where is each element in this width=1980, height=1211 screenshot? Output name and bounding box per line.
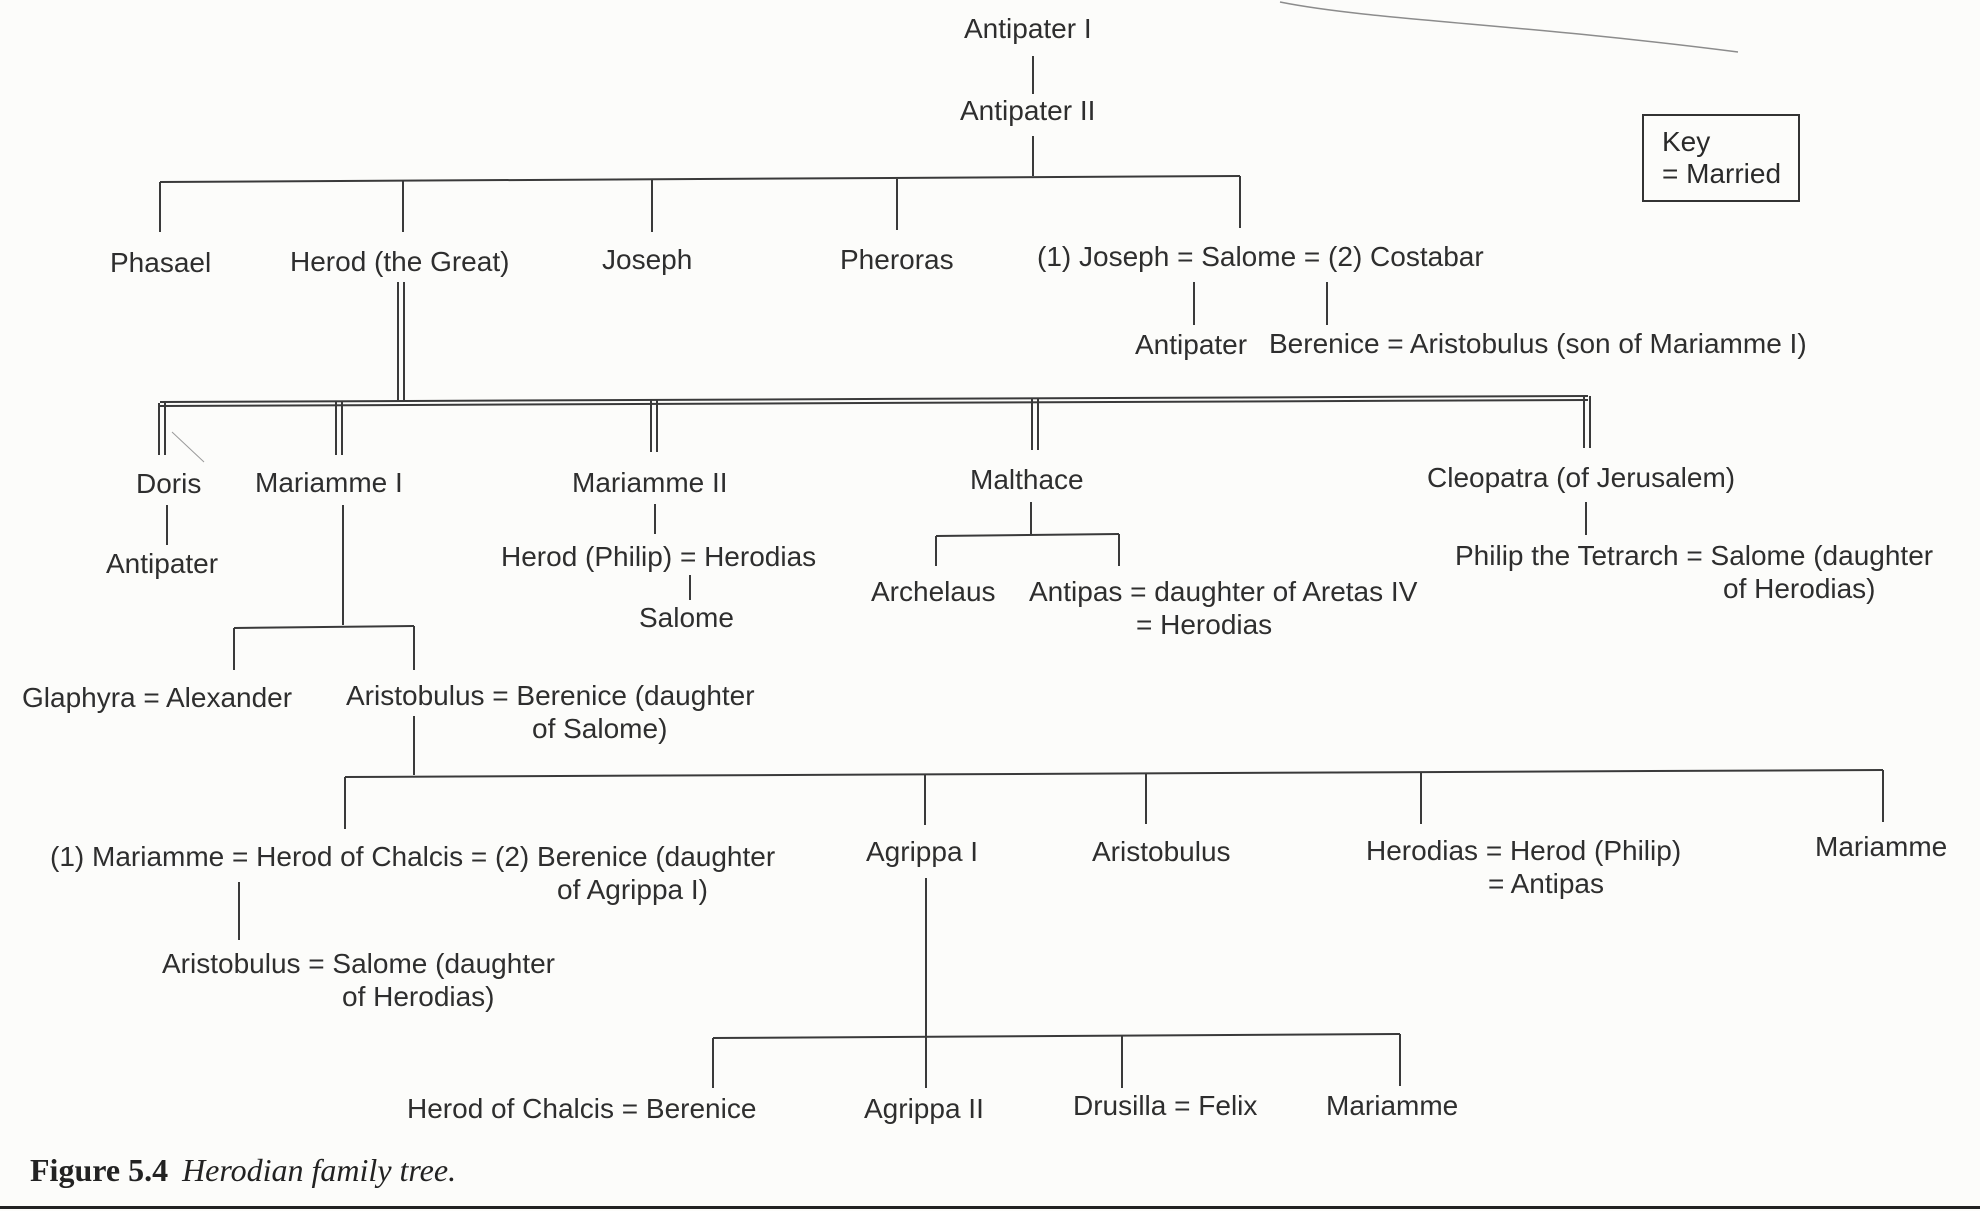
person-mariamme-i: Mariamme I xyxy=(255,466,403,499)
bottom-rule xyxy=(0,1206,1980,1209)
person-label: Salome xyxy=(639,602,734,633)
person-salome-marriages: (1) Joseph = Salome = (2) Costabar xyxy=(1037,240,1484,273)
person-archelaus: Archelaus xyxy=(871,575,996,608)
person-herod-of-chalcis-berenice: Herod of Chalcis = Berenice xyxy=(407,1092,756,1125)
person-agrippa-i: Agrippa I xyxy=(866,835,978,868)
person-label-continued: = Antipas xyxy=(1488,868,1604,899)
person-antipater-son-of-salome: Antipater xyxy=(1135,328,1247,361)
person-mariamme-daughter-of-agrippa: Mariamme xyxy=(1326,1089,1458,1122)
person-antipater-i: Antipater I xyxy=(964,12,1092,45)
person-phasael: Phasael xyxy=(110,246,211,279)
person-drusilla-felix: Drusilla = Felix xyxy=(1073,1089,1257,1122)
person-herod-of-chalcis-marriages: (1) Mariamme = Herod of Chalcis = (2) Be… xyxy=(50,840,775,906)
person-label: Archelaus xyxy=(871,576,996,607)
person-label: Mariamme II xyxy=(572,467,728,498)
person-label-continued: of Herodias) xyxy=(1723,573,1876,604)
person-pheroras: Pheroras xyxy=(840,243,954,276)
person-label: Herod (Philip) = Herodias xyxy=(501,541,817,572)
person-antipater-ii: Antipater II xyxy=(960,94,1095,127)
person-berenice-aristobulus: Berenice = Aristobulus (son of Mariamme … xyxy=(1269,327,1807,360)
person-label: Herod (the Great) xyxy=(290,246,510,277)
legend-title: Key xyxy=(1662,126,1711,157)
person-label: Aristobulus = Salome (daughter xyxy=(162,948,555,979)
person-herod-philip-herodias: Herod (Philip) = Herodias xyxy=(501,540,816,573)
person-label: Antipater xyxy=(106,548,219,579)
person-label-continued: of Salome) xyxy=(532,713,668,744)
person-label: Doris xyxy=(136,468,202,499)
person-label: Antipater II xyxy=(960,95,1096,126)
person-label-continued: = Herodias xyxy=(1136,609,1273,640)
person-label: (1) Mariamme = Herod of Chalcis = (2) Be… xyxy=(50,841,776,872)
figure-title: Herodian family tree. xyxy=(182,1152,457,1188)
person-label: Antipater I xyxy=(964,13,1092,44)
person-label: Joseph xyxy=(602,244,693,275)
person-label: Mariamme xyxy=(1815,831,1948,862)
person-label: Malthace xyxy=(970,464,1084,495)
person-label: Cleopatra (of Jerusalem) xyxy=(1427,462,1736,493)
person-label: (1) Joseph = Salome = (2) Costabar xyxy=(1037,241,1484,272)
person-label: Antipas = daughter of Aretas IV xyxy=(1029,576,1418,607)
legend-married-symbol: = Married xyxy=(1662,158,1782,189)
person-doris: Doris xyxy=(136,467,201,500)
person-malthace: Malthace xyxy=(970,463,1084,496)
person-herodias-marriages: Herodias = Herod (Philip)= Antipas xyxy=(1366,834,1681,900)
person-label: Herodias = Herod (Philip) xyxy=(1366,835,1682,866)
person-cleopatra: Cleopatra (of Jerusalem) xyxy=(1427,461,1735,494)
person-agrippa-ii: Agrippa II xyxy=(864,1092,984,1125)
person-label: Agrippa II xyxy=(864,1093,984,1124)
person-glaphyra-alexander: Glaphyra = Alexander xyxy=(22,681,292,714)
person-herod-the-great: Herod (the Great) xyxy=(290,245,509,278)
person-mariamme-daughter-of-aristobulus: Mariamme xyxy=(1815,830,1947,863)
person-label: Philip the Tetrarch = Salome (daughter xyxy=(1455,540,1934,571)
person-label: Aristobulus = Berenice (daughter xyxy=(346,680,755,711)
person-label-continued: of Herodias) xyxy=(342,981,495,1012)
person-label: Herod of Chalcis = Berenice xyxy=(407,1093,757,1124)
person-label: Mariamme I xyxy=(255,467,403,498)
figure-caption: Figure 5.4 Herodian family tree. xyxy=(30,1152,456,1189)
person-label: Mariamme xyxy=(1326,1090,1459,1121)
person-label: Phasael xyxy=(110,247,212,278)
person-antipater-son-of-doris: Antipater xyxy=(106,547,218,580)
person-label-continued: of Agrippa I) xyxy=(557,874,708,905)
person-label: Pheroras xyxy=(840,244,954,275)
person-label: Antipater xyxy=(1135,329,1248,360)
person-label: Aristobulus xyxy=(1092,836,1231,867)
person-mariamme-ii: Mariamme II xyxy=(572,466,728,499)
person-label: Berenice = Aristobulus (son of Mariamme … xyxy=(1269,328,1807,359)
person-aristobulus-son-of-aristobulus: Aristobulus xyxy=(1092,835,1231,868)
figure-number: Figure 5.4 xyxy=(30,1152,169,1188)
person-label: Glaphyra = Alexander xyxy=(22,682,293,713)
person-antipas-marriages: Antipas = daughter of Aretas IV= Herodia… xyxy=(1029,575,1417,641)
person-joseph: Joseph xyxy=(602,243,692,276)
person-label: Agrippa I xyxy=(866,836,979,867)
person-salome-daughter: Salome xyxy=(639,601,734,634)
person-label: Drusilla = Felix xyxy=(1073,1090,1258,1121)
legend-key: Key = Married xyxy=(1642,114,1800,202)
